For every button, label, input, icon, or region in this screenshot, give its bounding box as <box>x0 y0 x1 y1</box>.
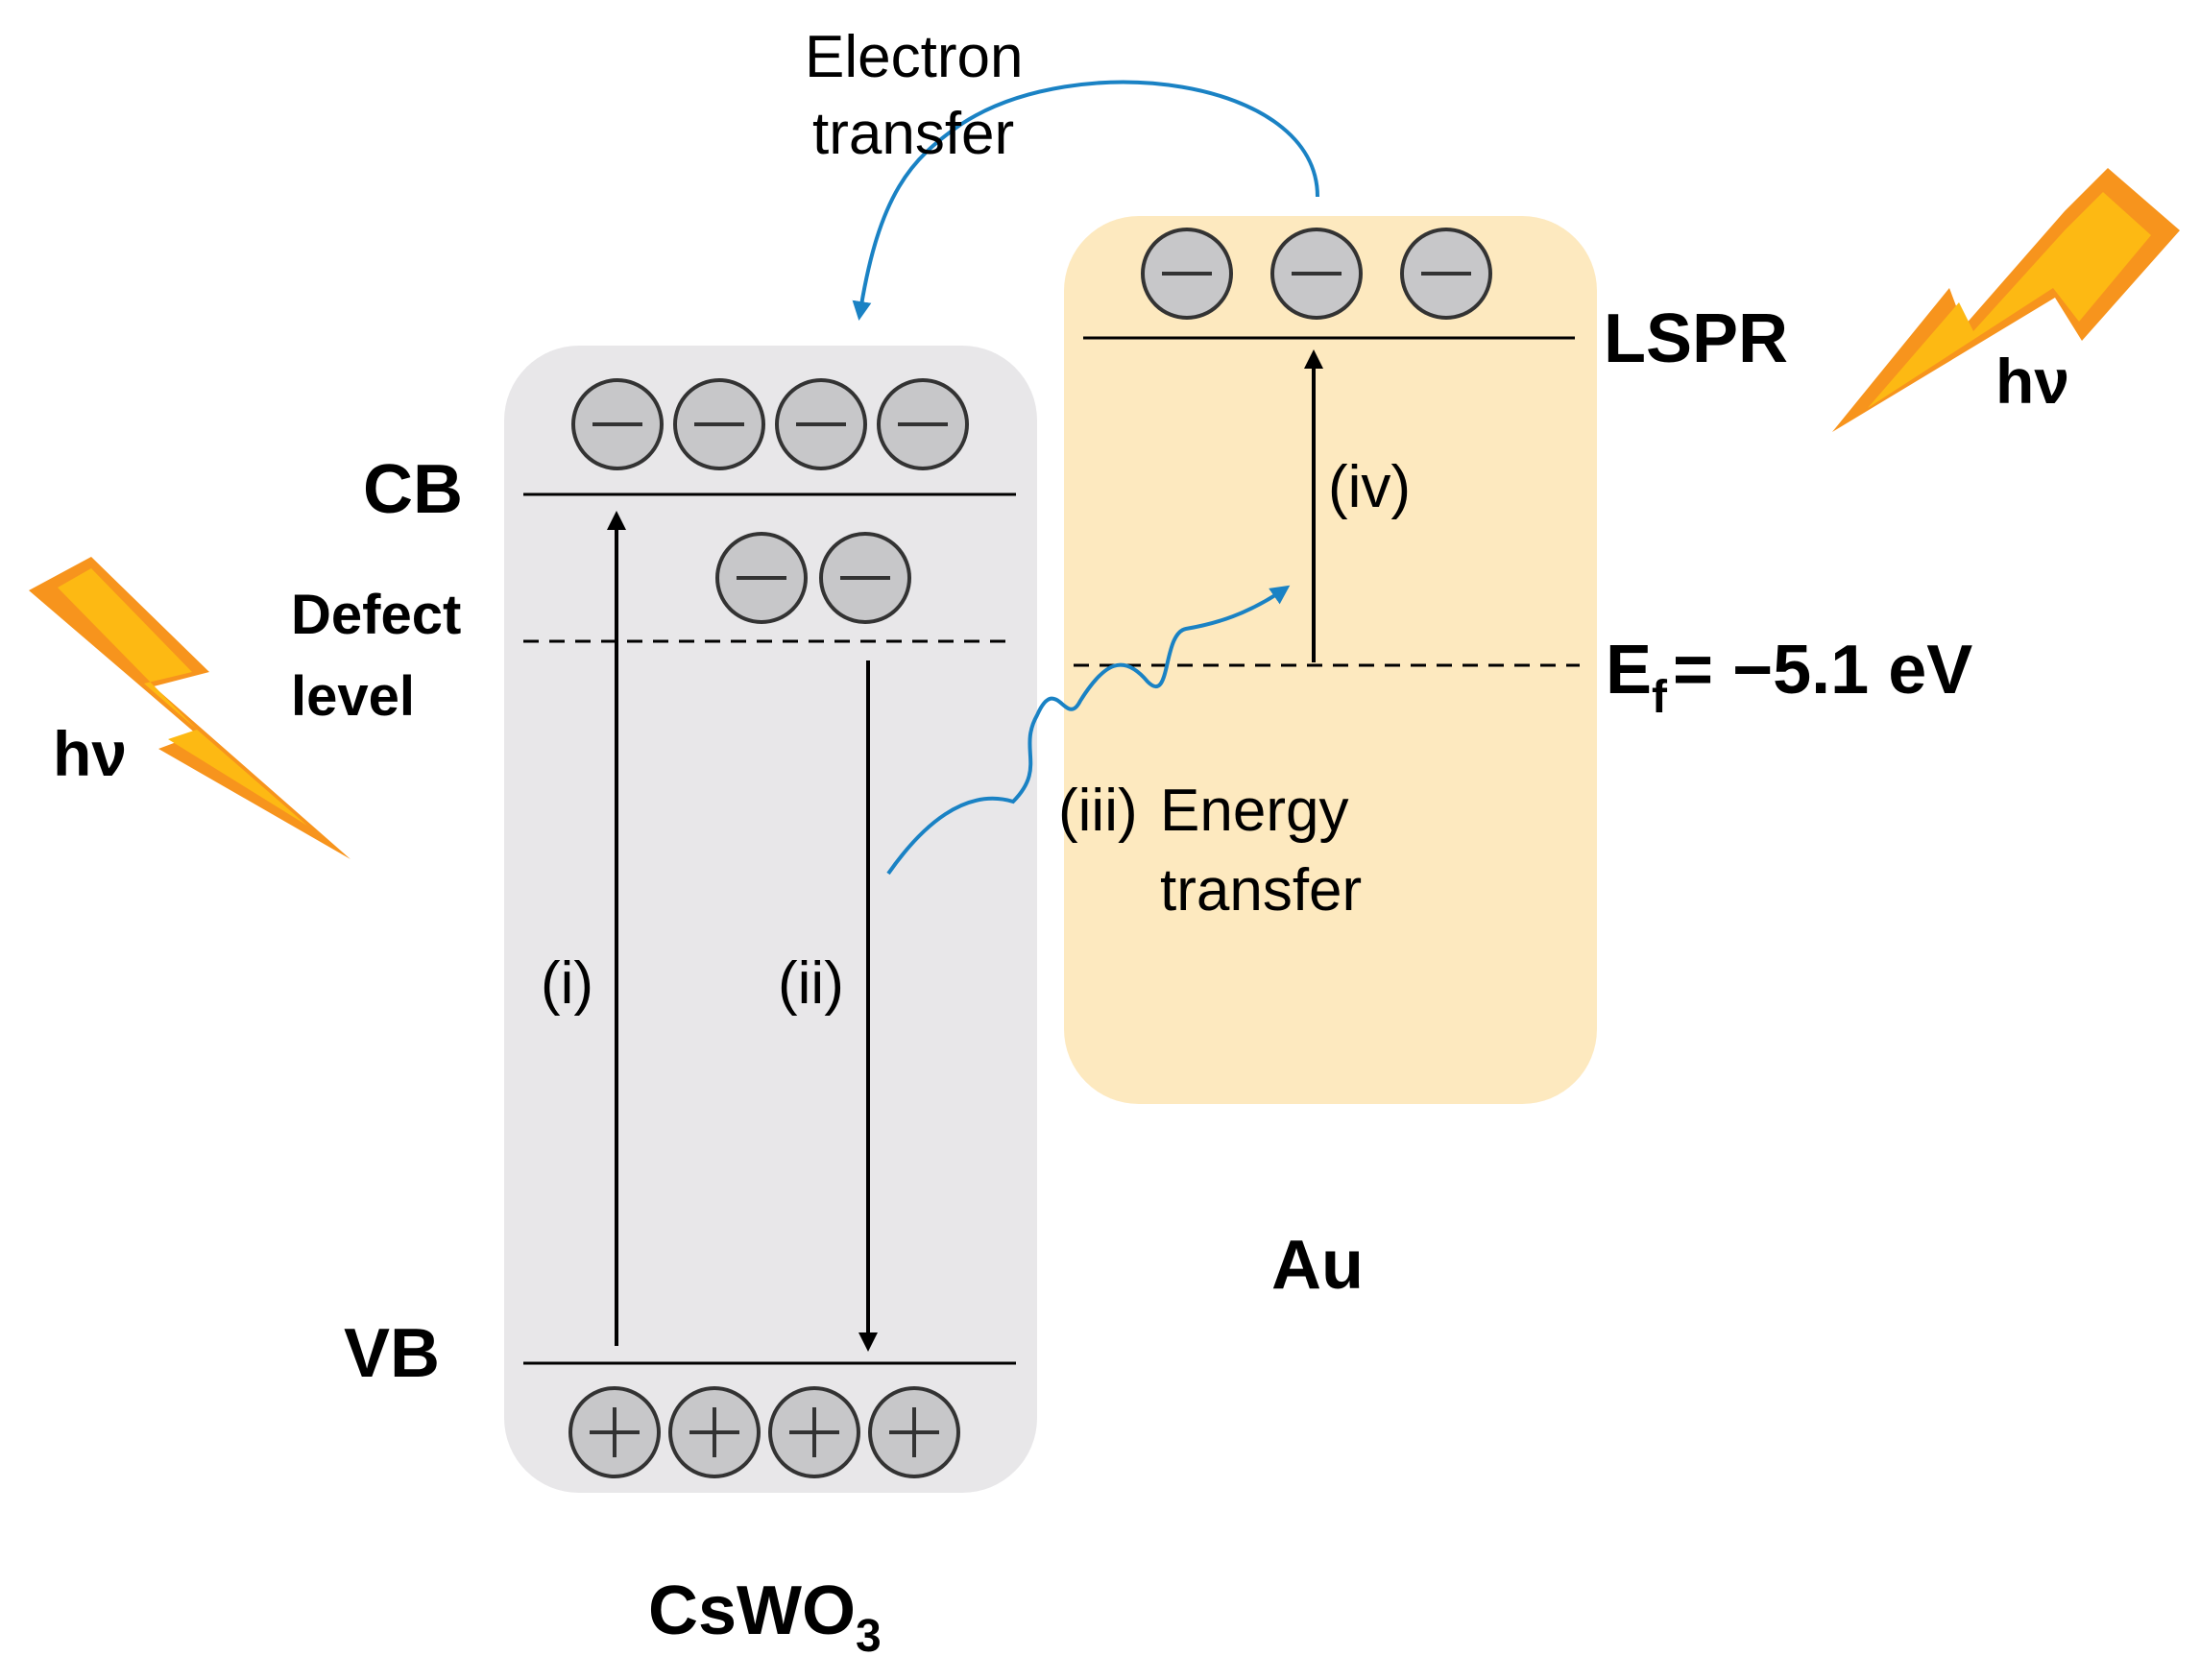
cb-electron <box>571 378 664 470</box>
vb-hole <box>668 1386 761 1478</box>
vb-hole <box>768 1386 860 1478</box>
hv-left-label: hν <box>53 718 127 789</box>
hv-right-label: hν <box>1995 346 2069 417</box>
cb-electron <box>673 378 765 470</box>
lspr-electron <box>1270 228 1363 320</box>
cswo3-label: CsWO3 <box>648 1572 882 1662</box>
energy-transfer-label-line1: Energy <box>1160 778 1348 844</box>
defect-electron <box>715 532 808 624</box>
carriers-layer <box>568 228 1492 1478</box>
fermi-level-value: = −5.1 eV <box>1673 632 1972 708</box>
electron-transfer-label-line2: transfer <box>812 101 1014 167</box>
vb-hole <box>868 1386 960 1478</box>
step-iv-label: (iv) <box>1328 454 1411 520</box>
au-label: Au <box>1271 1227 1364 1304</box>
step-ii-label: (ii) <box>778 950 844 1017</box>
lightning-bolt-left-icon <box>29 557 351 859</box>
defect-level-label-line1: Defect <box>291 584 461 646</box>
step-i-label: (i) <box>541 950 593 1017</box>
au-panel <box>1064 216 1597 1104</box>
electron-transfer-label-line1: Electron <box>805 24 1023 90</box>
step-iii-label: (iii) <box>1058 778 1138 844</box>
cswo3-subscript: 3 <box>856 1611 882 1662</box>
cb-electron <box>877 378 969 470</box>
defect-level-label-line2: level <box>291 665 415 728</box>
lspr-electron <box>1400 228 1492 320</box>
fermi-level-label: Ef= −5.1 eV <box>1606 632 1972 723</box>
lightning-bolt-right-icon <box>1832 168 2180 432</box>
electron-transfer-arrow <box>852 80 1319 321</box>
vb-hole <box>568 1386 661 1478</box>
vb-label: VB <box>344 1315 440 1392</box>
energy-transfer-label-line2: transfer <box>1160 857 1362 924</box>
cswo3-formula: CsWO <box>648 1572 856 1649</box>
fermi-level-symbol: E <box>1606 632 1652 708</box>
energy-transfer-arrow <box>886 585 1291 876</box>
cb-label: CB <box>363 451 463 528</box>
lspr-electron <box>1141 228 1233 320</box>
cswo3-panel <box>504 346 1037 1493</box>
cb-electron <box>775 378 867 470</box>
fermi-level-subscript: f <box>1652 672 1668 723</box>
lspr-label: LSPR <box>1604 300 1788 377</box>
defect-electron <box>819 532 911 624</box>
